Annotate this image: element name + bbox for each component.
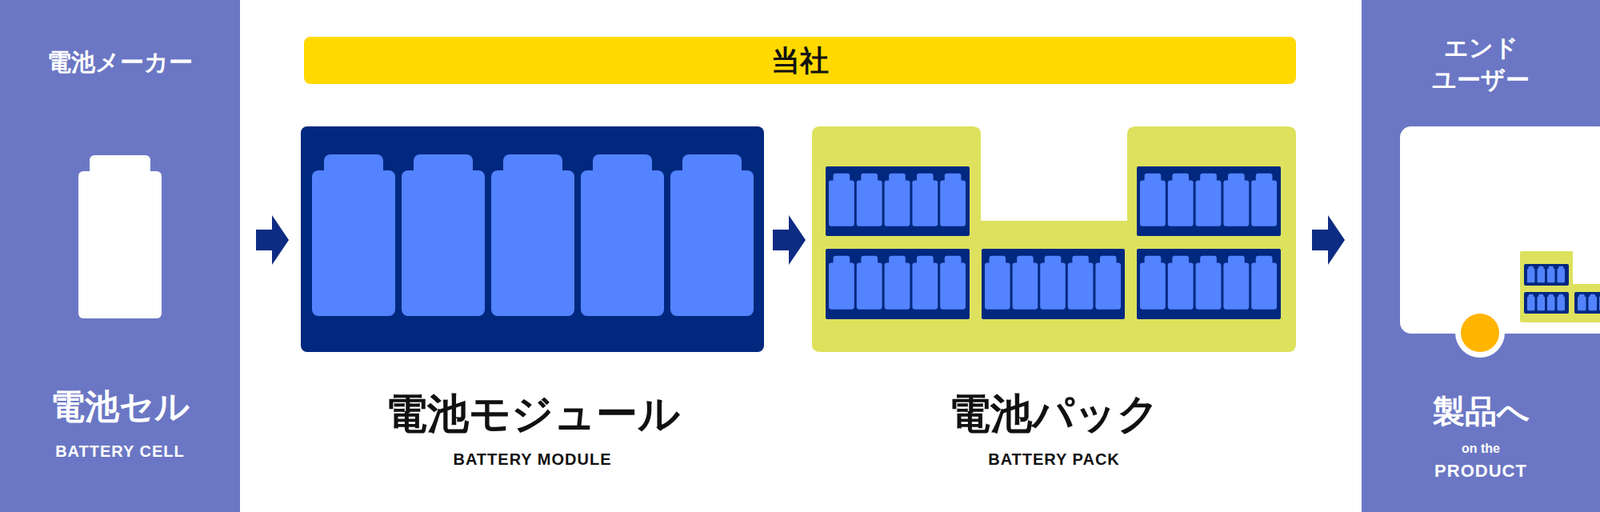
small-module	[1136, 248, 1281, 320]
cell-body	[1251, 263, 1277, 310]
node-subtitle: BATTERY PACK	[812, 449, 1296, 469]
wheel	[1460, 313, 1500, 352]
cell-body	[912, 180, 938, 226]
module-frame	[1524, 264, 1569, 286]
cell-body	[1068, 263, 1094, 310]
cell-body	[1251, 180, 1277, 226]
cell-body	[1168, 263, 1194, 310]
cell-body	[884, 180, 911, 226]
cell-body	[984, 263, 1011, 310]
cell-body	[1588, 296, 1598, 311]
cell-body	[401, 170, 485, 316]
battery-pack: 電池パックBATTERY PACK	[812, 126, 1296, 352]
cell-body	[1537, 296, 1546, 311]
cell-body	[580, 170, 664, 316]
cell-body	[1537, 268, 1546, 283]
node-title: 当社	[304, 36, 1296, 84]
cell-body	[1095, 263, 1121, 310]
cell-body	[856, 180, 883, 226]
small-module	[1524, 292, 1569, 314]
flow-arrow	[764, 239, 812, 241]
cell-body	[1527, 296, 1536, 311]
node-title: エンド ユーザー	[1428, 32, 1533, 96]
module-frame	[1136, 166, 1281, 236]
cell-body	[1577, 296, 1587, 311]
module-frame	[1524, 292, 1569, 314]
cell-body	[828, 180, 855, 226]
node-shape	[78, 155, 162, 319]
cell-body	[1223, 180, 1249, 226]
module-frame	[1574, 292, 1600, 314]
cell-body	[1168, 180, 1194, 226]
small-module	[1136, 166, 1281, 236]
module-frame	[1136, 248, 1281, 320]
cell-body	[940, 263, 966, 310]
small-module	[1574, 292, 1600, 314]
cell-body	[1557, 296, 1566, 311]
node-title: 電池パック	[812, 388, 1296, 439]
node-subtitle: BATTERY MODULE	[300, 449, 764, 469]
small-module	[981, 248, 1125, 320]
cell-body	[1040, 263, 1066, 310]
cell-body	[78, 171, 162, 319]
node-title: 電池メーカー	[0, 46, 240, 79]
node-title: 製品へ	[1400, 392, 1562, 431]
node-title: 電池モジュール	[300, 388, 764, 439]
wheel-rim	[1455, 308, 1505, 358]
cell-body	[491, 170, 575, 316]
cell-body	[1140, 263, 1166, 310]
cell-body	[1599, 296, 1600, 311]
cell-body	[1012, 263, 1039, 310]
node-title: 電池セル	[0, 385, 240, 428]
cell-body	[312, 170, 396, 316]
cell-body	[1140, 180, 1166, 226]
cell-body	[1547, 268, 1556, 283]
cell-body	[884, 263, 911, 310]
cell-body	[1527, 268, 1536, 283]
cell-body	[856, 263, 883, 310]
cell-body	[1557, 268, 1566, 283]
node-subtitle: PRODUCT	[1400, 460, 1562, 482]
module-frame	[825, 166, 970, 236]
module-cells	[312, 154, 754, 316]
product-box: 製品へon thePRODUCT	[1400, 126, 1600, 334]
cell-body	[940, 180, 966, 226]
cell-body	[1223, 263, 1249, 310]
cell-body	[1196, 180, 1222, 226]
end-user-panel: エンド ユーザー製品へon thePRODUCT	[1361, 0, 1600, 512]
node-subtitle: BATTERY CELL	[0, 441, 240, 461]
node-shape	[812, 126, 1296, 352]
module-frame	[825, 248, 970, 320]
pack-outline	[812, 126, 1296, 352]
cell-body	[828, 263, 855, 310]
company-band: 当社	[304, 36, 1296, 84]
battery-module: 電池モジュールBATTERY MODULE	[300, 126, 764, 352]
battery-cell: 電池セルBATTERY CELL	[78, 155, 162, 319]
node-shape	[300, 126, 764, 352]
supplier-panel: 電池メーカー電池セルBATTERY CELL	[0, 0, 240, 512]
node-shape	[1400, 126, 1600, 334]
small-module	[825, 166, 970, 236]
cell-body	[1196, 263, 1222, 310]
cell-body	[670, 170, 754, 316]
module-frame	[981, 248, 1125, 320]
cell-body	[912, 263, 938, 310]
node-subtitle: on the	[1400, 440, 1562, 457]
cell-body	[1547, 296, 1556, 311]
small-module	[825, 248, 970, 320]
small-module	[1524, 264, 1569, 286]
